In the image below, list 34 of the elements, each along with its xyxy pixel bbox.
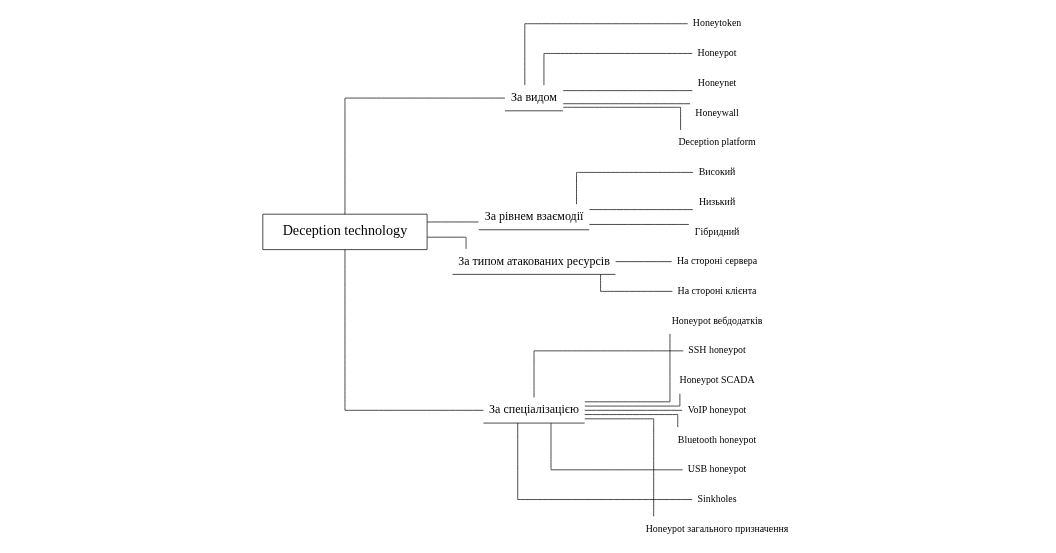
node-text: За рівнем взаємодії xyxy=(484,208,584,223)
node-text: На стороні сервера xyxy=(676,255,758,267)
node-text: За спеціалізацією xyxy=(489,402,580,417)
node-text: Honeywall xyxy=(695,106,739,118)
node-text: Honeypot вебдодатків xyxy=(671,314,763,326)
node-text: На стороні клієнта xyxy=(677,284,757,296)
node-text: Bluetooth honeypot xyxy=(677,433,757,445)
node-text: Sinkholes xyxy=(697,493,737,505)
node-text: USB honeypot xyxy=(687,463,747,475)
connector xyxy=(517,422,693,500)
connector xyxy=(550,422,683,471)
connector xyxy=(584,414,679,428)
connector xyxy=(543,53,693,86)
connector xyxy=(589,224,690,225)
node-text: Гібридний xyxy=(694,225,740,237)
connector xyxy=(600,274,673,292)
node-text: За видом xyxy=(511,89,557,104)
node-box: Deception technology xyxy=(262,213,428,250)
node-text: Високий xyxy=(698,166,736,178)
node-text: SSH honeypot xyxy=(688,344,746,356)
node-text: Низький xyxy=(698,195,736,207)
node-text: Honeypot xyxy=(697,47,737,59)
connector xyxy=(584,333,671,403)
node-text: За типом атакованих ресурсів xyxy=(458,253,610,268)
node-text: Honeytoken xyxy=(692,17,742,29)
connector xyxy=(584,418,655,517)
connector xyxy=(344,249,484,411)
node-text: Honeynet xyxy=(697,76,737,88)
node-text: Honeypot загального призначення xyxy=(645,522,789,534)
node-text: VoIP honeypot xyxy=(687,403,747,415)
node-text: Deception platform xyxy=(678,136,756,148)
node-text: Honeypot SCADA xyxy=(679,374,755,386)
connector xyxy=(576,172,694,205)
connector xyxy=(533,350,684,398)
